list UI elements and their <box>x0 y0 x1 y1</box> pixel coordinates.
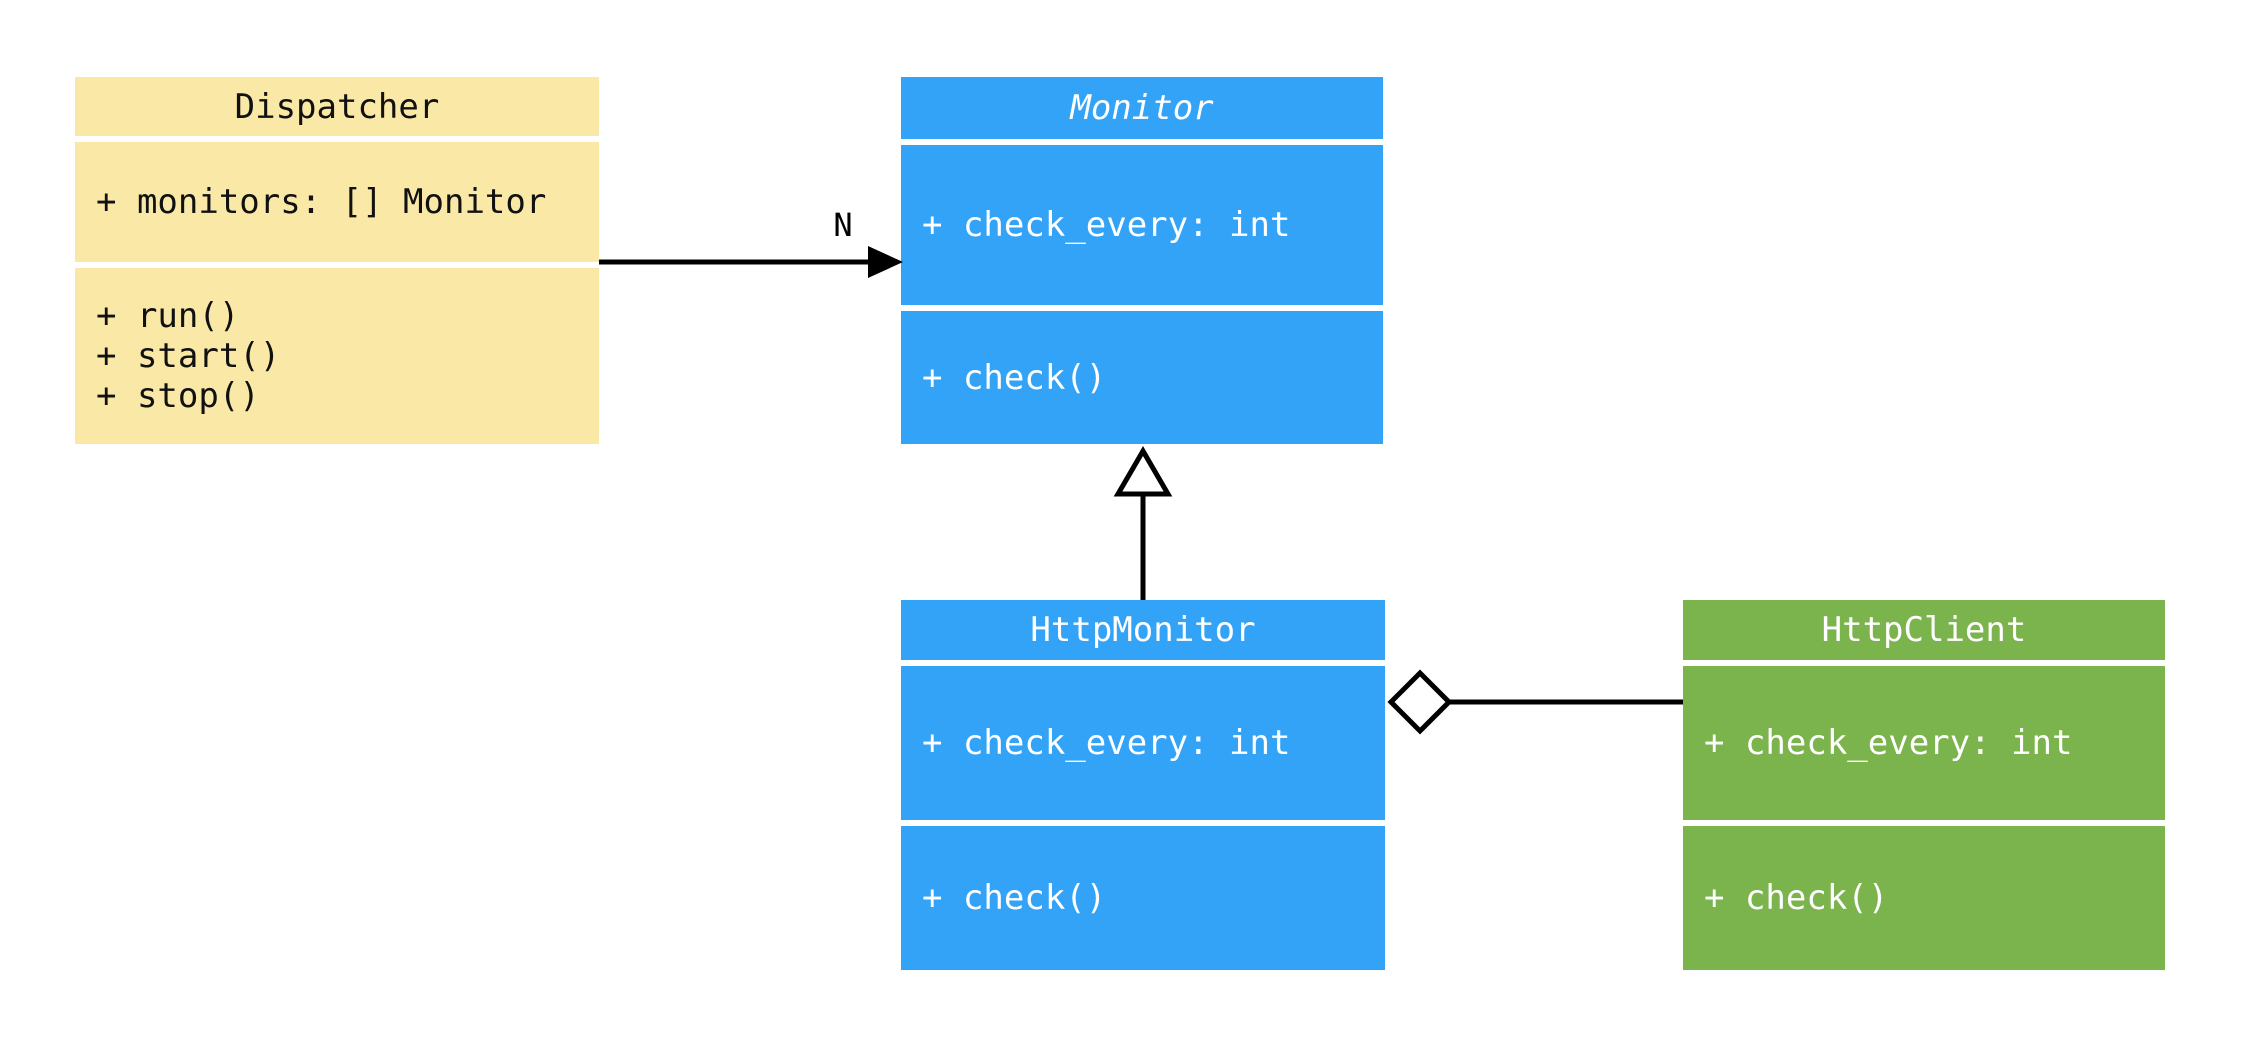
class-methods-section: + check() <box>901 311 1383 444</box>
class-box-dispatcher: Dispatcher + monitors: [] Monitor + run(… <box>75 77 599 444</box>
method: + check() <box>922 357 1107 398</box>
attribute: + monitors: [] Monitor <box>96 182 547 222</box>
class-title: Dispatcher <box>75 77 599 136</box>
association-arrowhead-icon <box>868 246 903 278</box>
class-attributes-section: + check_every: int <box>901 145 1383 305</box>
inheritance-triangle-icon <box>1113 446 1173 497</box>
method: + stop() <box>96 376 260 416</box>
aggregation-diamond-icon <box>1387 669 1453 735</box>
attribute: + check_every: int <box>1704 723 2073 763</box>
multiplicity-label: N <box>833 206 853 244</box>
method: + check() <box>1704 878 1889 918</box>
method: + run() <box>96 296 240 336</box>
method: + check() <box>922 878 1107 918</box>
class-box-httpclient: HttpClient + check_every: int + check() <box>1683 600 2165 970</box>
attribute: + check_every: int <box>922 723 1291 763</box>
class-title: HttpClient <box>1683 600 2165 660</box>
class-title: HttpMonitor <box>901 600 1385 660</box>
class-methods-section: + check() <box>1683 826 2165 970</box>
class-methods-section: + check() <box>901 826 1385 970</box>
class-methods-section: + run() + start() + stop() <box>75 268 599 444</box>
class-attributes-section: + check_every: int <box>901 666 1385 820</box>
class-attributes-section: + check_every: int <box>1683 666 2165 820</box>
class-attributes-section: + monitors: [] Monitor <box>75 142 599 262</box>
attribute: + check_every: int <box>922 205 1291 245</box>
class-title: Monitor <box>901 77 1383 139</box>
class-box-monitor: Monitor + check_every: int + check() <box>901 77 1383 444</box>
method: + start() <box>96 336 281 376</box>
class-box-httpmonitor: HttpMonitor + check_every: int + check() <box>901 600 1385 970</box>
